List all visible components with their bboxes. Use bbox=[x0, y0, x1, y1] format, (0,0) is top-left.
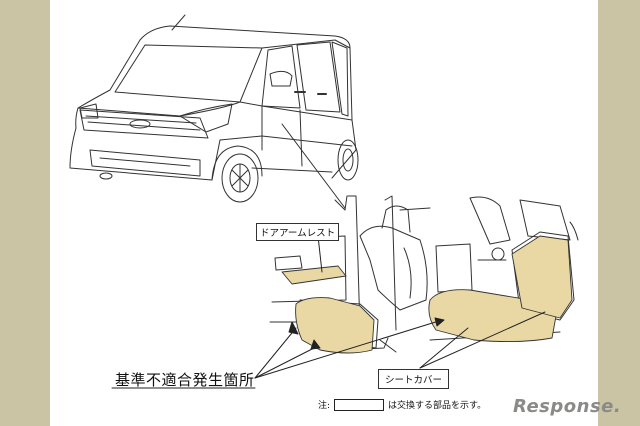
leader-lines bbox=[111, 235, 546, 389]
car-drawing bbox=[69, 14, 359, 203]
rear-seatback-highlight bbox=[511, 235, 573, 319]
callout-arrowhead bbox=[334, 195, 348, 211]
defect-location-label: 基準不適合発生箇所 bbox=[115, 371, 255, 389]
seat-cover-label: シートカバー bbox=[378, 369, 450, 389]
legend-note-prefix: 注: bbox=[318, 401, 331, 411]
door-armrest-label: ドアアームレスト bbox=[256, 223, 340, 241]
callout-arrow bbox=[281, 123, 346, 209]
door-armrest-highlight bbox=[281, 265, 347, 285]
highlighted-areas bbox=[281, 235, 573, 354]
document-sheet bbox=[50, 0, 598, 426]
legend-swatch-box bbox=[334, 398, 385, 411]
legend-note: 注: は交換する部品を示す。 bbox=[318, 398, 486, 411]
legend-note-text: は交換する部品を示す。 bbox=[388, 401, 487, 411]
response-logo: Response. bbox=[513, 396, 622, 417]
front-seat-cushion-highlight bbox=[295, 297, 375, 354]
